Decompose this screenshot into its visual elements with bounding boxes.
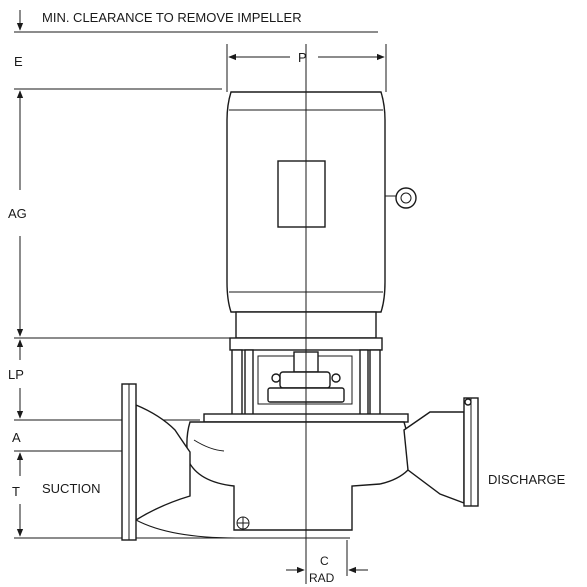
clearance-label: MIN. CLEARANCE TO REMOVE IMPELLER <box>42 10 302 25</box>
lifting-eye-hole <box>400 192 412 204</box>
suction-label: SUCTION <box>42 481 101 496</box>
lifting-eye-icon <box>395 187 417 209</box>
dim-lp-label: LP <box>8 367 24 382</box>
bolt-right-icon <box>331 373 341 383</box>
dim-c-label: C <box>320 554 329 568</box>
vent-plug-icon <box>464 398 472 406</box>
dim-rad-label: RAD <box>309 571 335 585</box>
bracket-leg-left-outer <box>231 349 243 417</box>
dim-t-label: T <box>12 484 20 499</box>
bracket-leg-right-inner <box>359 349 369 417</box>
discharge-neck <box>403 411 465 505</box>
suction-neck <box>135 403 191 522</box>
suction-base-curve <box>135 519 237 539</box>
dim-e-label: E <box>14 54 23 69</box>
bracket-leg-left-inner <box>244 349 254 417</box>
bracket-leg-right-outer <box>369 349 381 417</box>
suction-nozzle: SUCTION <box>42 383 237 541</box>
c-rad-dimension: C RAD <box>286 540 368 585</box>
casing-detail-line <box>193 439 225 452</box>
dim-a-label: A <box>12 430 21 445</box>
discharge-label: DISCHARGE <box>488 472 566 487</box>
motor-nameplate <box>277 160 326 228</box>
motor <box>226 91 417 339</box>
dim-ag-label: AG <box>8 206 27 221</box>
vertical-dimensions: E AG LP A T <box>8 54 350 539</box>
bolt-left-icon <box>271 373 281 383</box>
bracket-window <box>257 355 353 405</box>
p-dimension: P <box>226 44 387 92</box>
pump-casing <box>186 421 411 531</box>
seal-housing <box>279 371 331 389</box>
clearance-callout: MIN. CLEARANCE TO REMOVE IMPELLER <box>14 10 378 33</box>
volute-casing <box>186 421 411 531</box>
dim-p-label: P <box>298 50 307 65</box>
discharge-nozzle: DISCHARGE <box>403 397 566 507</box>
